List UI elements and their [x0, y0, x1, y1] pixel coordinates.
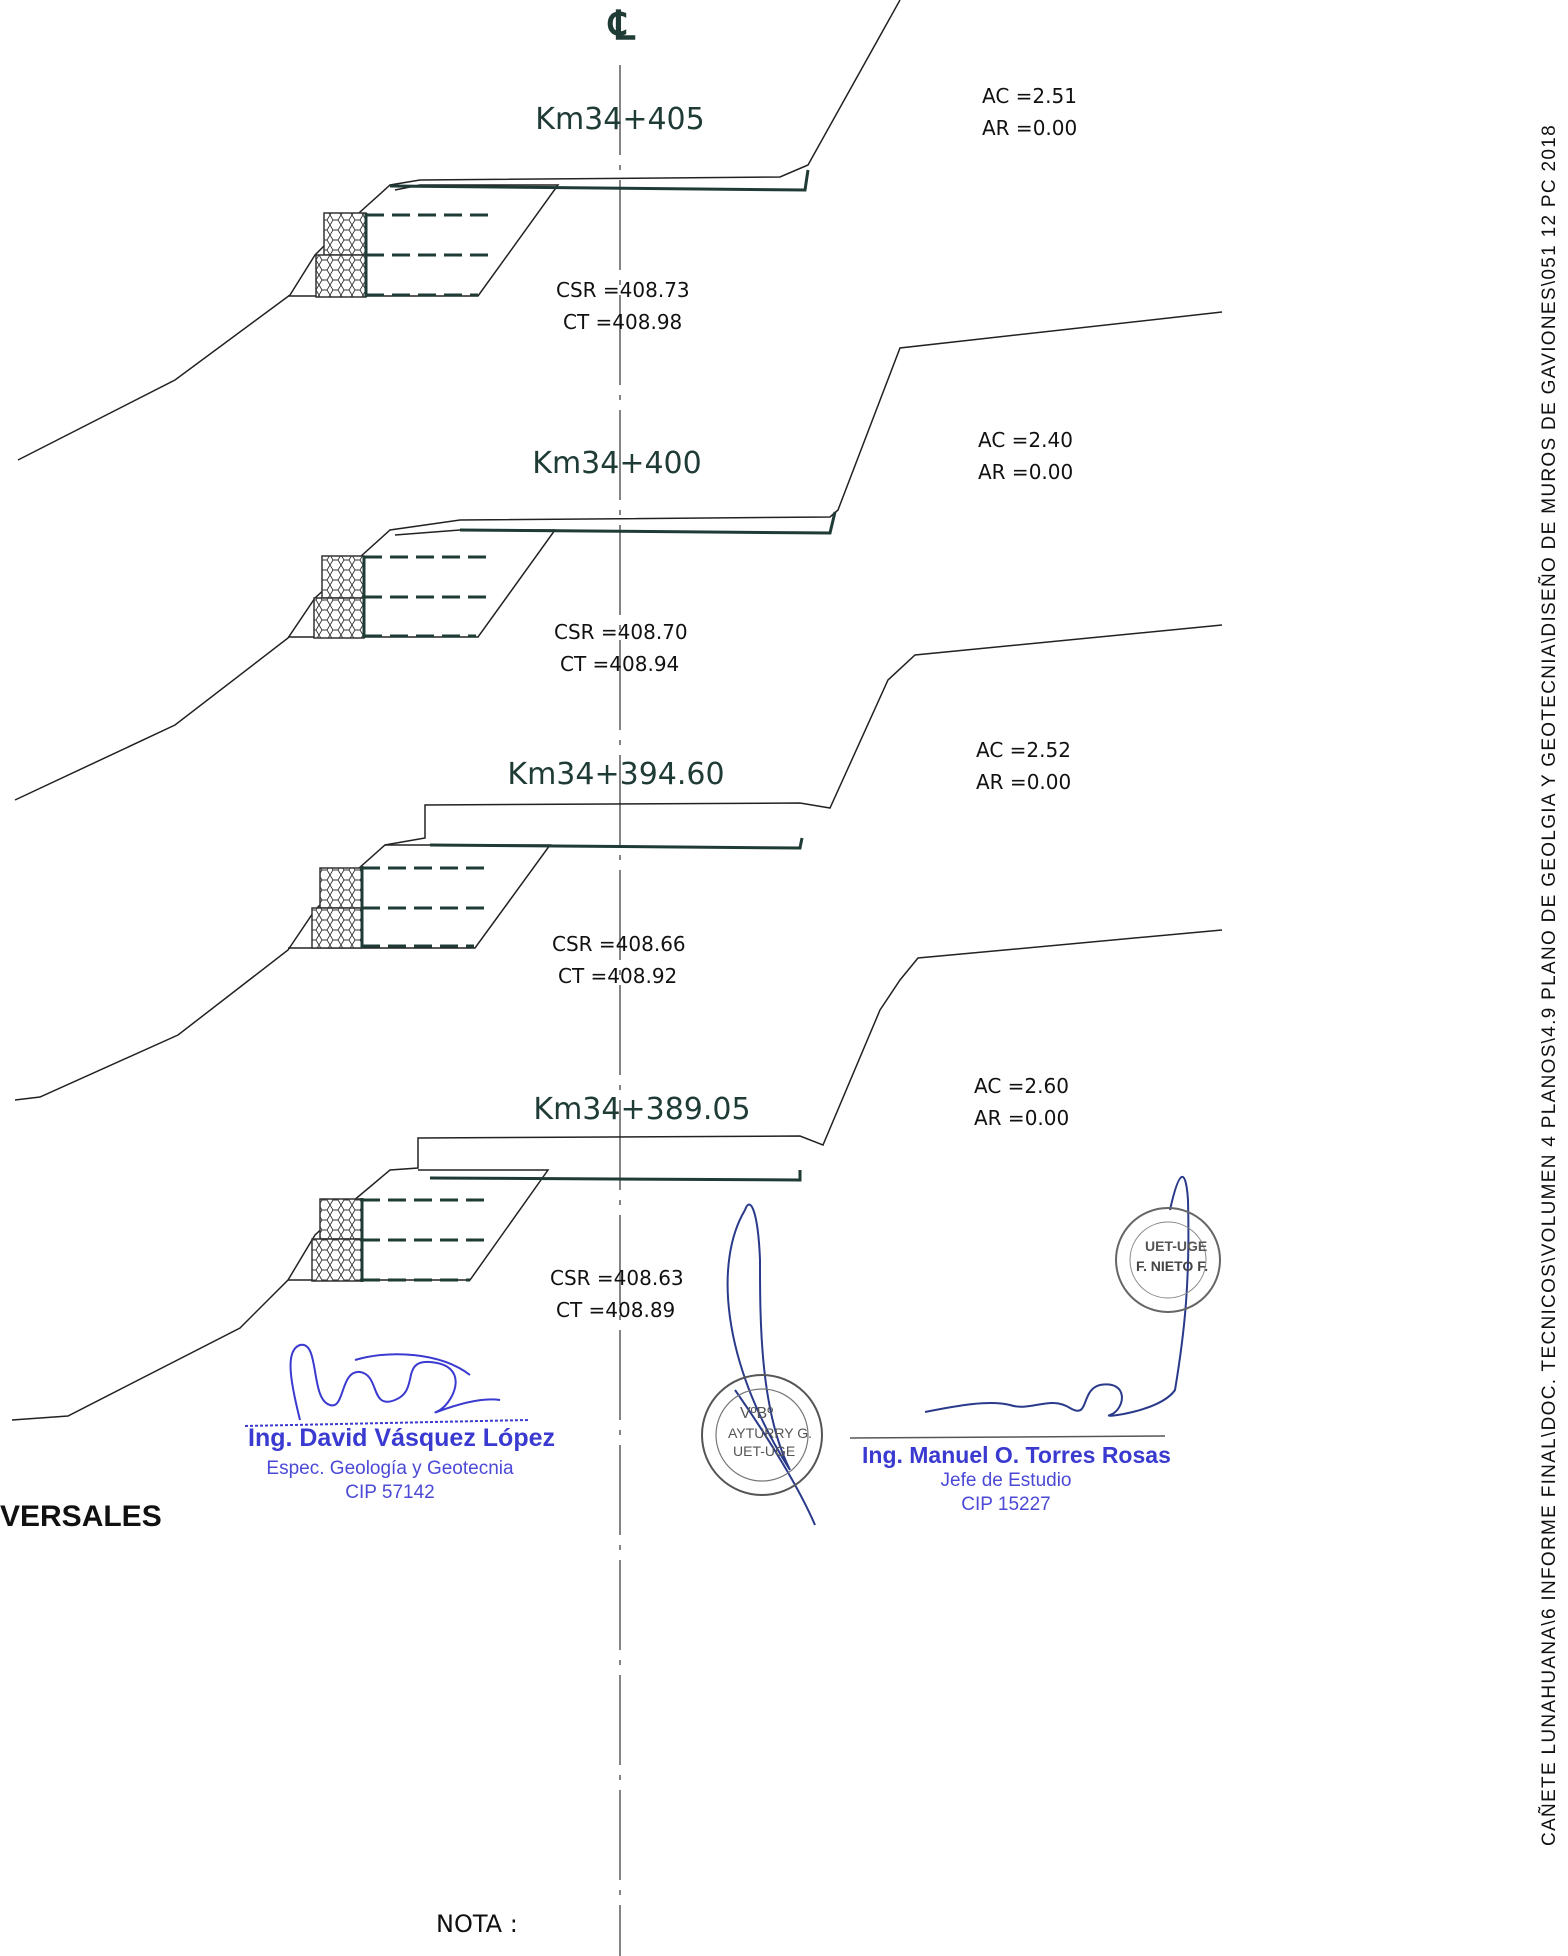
ar-value: AR =0.00 [982, 116, 1078, 140]
left-signer-role: Espec. Geología y Geotecnia [266, 1458, 514, 1479]
csr-value: CSR =408.63 [550, 1266, 684, 1290]
stamp-center-line-1: VºBº [740, 1405, 774, 1422]
ac-value: AC =2.52 [976, 738, 1071, 762]
stamp-right-line-2: F. NIETO F. [1136, 1258, 1209, 1274]
right-signer-name: Ing. Manuel O. Torres Rosas [862, 1442, 1171, 1468]
signature-right-scribble [849, 1175, 1190, 1439]
ac-value: AC =2.51 [982, 84, 1077, 108]
ct-value: CT =408.94 [560, 652, 680, 676]
right-signer-role: Jefe de Estudio [940, 1470, 1072, 1491]
road-surface [389, 169, 810, 192]
gabion-lower [315, 254, 367, 298]
left-signer-name: Ing. David Vásquez López [248, 1424, 555, 1452]
terrain-line [17, 0, 901, 461]
stamp-center-line-3: UET-UGE [733, 1443, 796, 1459]
station-label: Km34+394.60 [507, 757, 725, 792]
gabion-lower [311, 1238, 363, 1282]
ar-value: AR =0.00 [978, 460, 1074, 484]
signature-left-scribble [244, 1343, 529, 1427]
ac-value: AC =2.60 [974, 1074, 1069, 1098]
station-label: Km34+405 [535, 102, 705, 137]
station-label: Km34+400 [532, 446, 702, 481]
section-km34-400 [14, 311, 1223, 801]
stamp-right-line-1: UET-UGE [1145, 1238, 1208, 1254]
ar-value: AR =0.00 [976, 770, 1072, 794]
terrain-line [11, 929, 1223, 1421]
road-surface [429, 837, 804, 850]
stamp-center-line-2: AYTURRY G. [728, 1425, 813, 1441]
ct-value: CT =408.98 [563, 310, 683, 334]
stamp-center [701, 1374, 823, 1496]
gabion-upper [321, 555, 365, 599]
ct-value: CT =408.89 [556, 1298, 676, 1322]
section-km34-394-60 [14, 624, 1223, 1101]
gabion-upper [323, 212, 367, 256]
sheet-title-fragment: VERSALES [0, 1500, 162, 1533]
signature-center-scribble [726, 1203, 816, 1526]
file-path-vertical: CAÑETE LUNAHUANA\6 INFORME FINAL\DOC. TE… [1539, 124, 1560, 1846]
nota-label: NOTA : [436, 1910, 518, 1938]
terrain-line [14, 624, 1223, 1101]
road-surface [459, 511, 837, 535]
centerline-symbol: ℄ [609, 2, 635, 49]
csr-value: CSR =408.66 [552, 932, 686, 956]
left-signer-cip: CIP 57142 [345, 1482, 435, 1503]
terrain-line [14, 311, 1223, 801]
station-label: Km34+389.05 [533, 1092, 751, 1127]
ac-value: AC =2.40 [978, 428, 1073, 452]
gabion-upper [319, 867, 363, 909]
gabion-lower [313, 597, 365, 639]
gabion-upper [319, 1198, 363, 1240]
road-surface [429, 1170, 802, 1182]
right-signer-cip: CIP 15227 [961, 1494, 1051, 1515]
ct-value: CT =408.92 [558, 964, 678, 988]
ar-value: AR =0.00 [974, 1106, 1070, 1130]
csr-value: CSR =408.70 [554, 620, 688, 644]
section-km34-405 [17, 0, 901, 461]
gabion-lower [311, 907, 363, 949]
section-km34-389-05 [11, 929, 1223, 1421]
stamp-right [1115, 1207, 1221, 1313]
csr-value: CSR =408.73 [556, 278, 690, 302]
